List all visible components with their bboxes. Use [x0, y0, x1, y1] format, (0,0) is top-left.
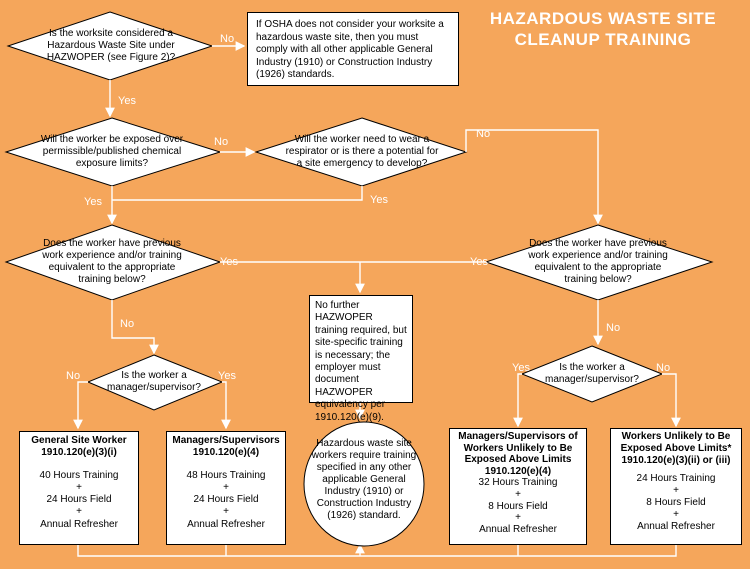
- result-plus: +: [673, 485, 679, 496]
- label-yes: Yes: [370, 194, 388, 206]
- result-general-site-worker: General Site Worker 1910.120(e)(3)(i) 40…: [19, 431, 139, 545]
- result-title: Managers/Supervisors: [172, 435, 280, 446]
- label-yes: Yes: [512, 362, 530, 374]
- result-plus: +: [223, 506, 229, 518]
- result-refresher: Annual Refresher: [40, 518, 118, 530]
- result-plus: +: [515, 488, 521, 500]
- result-refresher: Annual Refresher: [637, 521, 715, 532]
- result-code: 1910.120(e)(4): [192, 447, 260, 459]
- label-yes: Yes: [118, 95, 136, 107]
- label-yes: Yes: [470, 256, 488, 268]
- result-hours: 24 Hours Training: [636, 473, 716, 484]
- result-title: Workers Unlikely to Be Exposed Above Lim…: [620, 431, 732, 454]
- label-yes: Yes: [220, 256, 238, 268]
- result-title: Managers/Supervisors of Workers Unlikely…: [458, 431, 578, 466]
- result-hours: 40 Hours Training: [39, 469, 119, 481]
- result-managers-unlikely-exposed: Managers/Supervisors of Workers Unlikely…: [449, 428, 587, 545]
- chart-title: HAZARDOUS WASTE SITE CLEANUP TRAINING: [468, 8, 738, 50]
- diamond-q6: [86, 354, 224, 411]
- result-workers-unlikely-exposed: Workers Unlikely to Be Exposed Above Lim…: [610, 428, 742, 545]
- result-title: General Site Worker: [31, 435, 127, 446]
- not-hazardous-site-text: If OSHA does not consider your worksite …: [256, 19, 444, 80]
- label-no: No: [606, 322, 621, 334]
- result-field: 24 Hours Field: [193, 494, 259, 506]
- result-plus: +: [76, 481, 82, 493]
- question-experience-left: Does the worker have previous work exper…: [42, 238, 182, 285]
- result-plus: +: [515, 512, 521, 524]
- result-plus: +: [76, 506, 82, 518]
- question-exposure-limits: Will the worker be exposed over permissi…: [40, 134, 184, 169]
- result-refresher: Annual Refresher: [479, 523, 557, 535]
- result-managers-supervisors: Managers/Supervisors 1910.120(e)(4) 48 H…: [166, 431, 286, 545]
- label-yes: Yes: [218, 370, 236, 382]
- result-field: 24 Hours Field: [46, 494, 112, 506]
- result-hours: 48 Hours Training: [186, 469, 266, 481]
- result-plus: +: [223, 481, 229, 493]
- title-line-1: HAZARDOUS WASTE SITE: [489, 9, 717, 28]
- circle-text: Hazardous waste site workers require tra…: [311, 438, 417, 521]
- result-refresher: Annual Refresher: [187, 518, 265, 530]
- circle-node: [303, 421, 425, 547]
- result-field: 8 Hours Field: [646, 497, 706, 508]
- equivalency-box: No further HAZWOPER training required, b…: [309, 295, 413, 423]
- title-line-2: CLEANUP TRAINING: [514, 30, 692, 49]
- result-hours: 32 Hours Training: [478, 477, 558, 489]
- label-no: No: [220, 33, 235, 45]
- diamond-q7: [520, 345, 664, 403]
- label-no: No: [656, 362, 671, 374]
- question-manager-right: Is the worker a manager/supervisor?: [545, 362, 639, 385]
- result-plus: +: [673, 509, 679, 520]
- label-no: No: [214, 136, 229, 148]
- question-worksite: Is the worksite considered a Hazardous W…: [46, 28, 176, 63]
- question-manager-left: Is the worker a manager/supervisor?: [107, 370, 201, 393]
- equivalency-text: No further HAZWOPER training required, b…: [315, 300, 407, 423]
- label-no: No: [66, 370, 81, 382]
- question-experience-right: Does the worker have previous work exper…: [528, 238, 668, 285]
- question-respirator: Will the worker need to wear a respirato…: [285, 134, 439, 169]
- label-yes: Yes: [84, 196, 102, 208]
- not-hazardous-site-box: If OSHA does not consider your worksite …: [247, 12, 459, 86]
- label-no: No: [476, 128, 491, 140]
- result-code: 1910.120(e)(3)(ii) or (iii): [621, 455, 731, 466]
- result-code: 1910.120(e)(4): [484, 465, 552, 477]
- result-code: 1910.120(e)(3)(i): [41, 447, 117, 459]
- result-field: 8 Hours Field: [488, 500, 548, 512]
- label-no: No: [120, 318, 135, 330]
